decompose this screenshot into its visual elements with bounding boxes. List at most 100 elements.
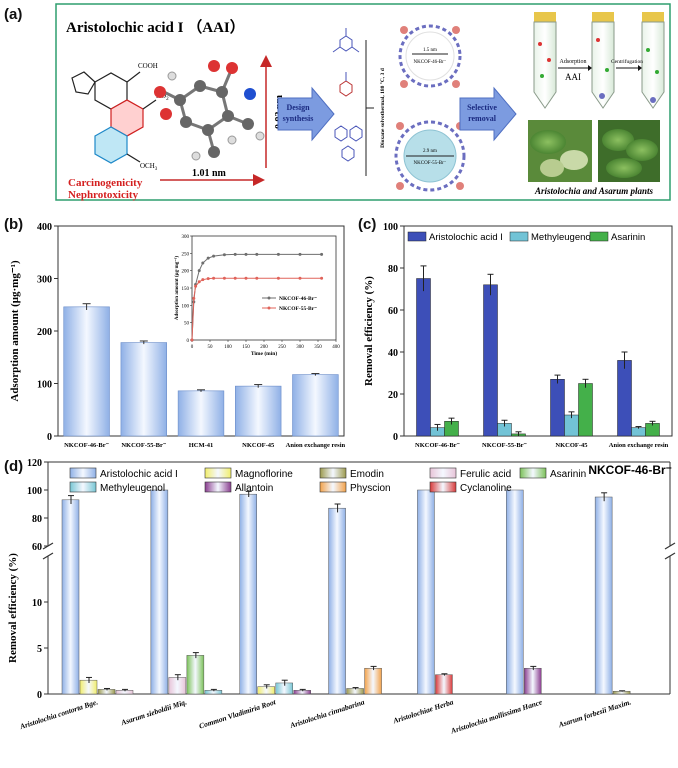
inset-point-nkcof-46-br [197, 269, 201, 273]
legend-label-d: Allantoin [235, 483, 273, 494]
axis-break-mark-d [42, 552, 54, 560]
legend-swatch-d [429, 481, 457, 493]
legend-label-c: Methyleugenol [531, 232, 593, 243]
bar-c-aristolochic-acid-i [617, 360, 632, 437]
selective-removal-arrow [459, 86, 517, 142]
x-tick-label-c: NKCOF-46-Br⁻ [415, 442, 461, 449]
bar-d-aristolochic-acid-i [239, 493, 257, 695]
bar-d-aristolochic-acid-i [328, 507, 346, 695]
y-axis-label-b: Adsorption amount (μg·mg⁻¹) [9, 260, 21, 402]
inset-point-nkcof-55-br [222, 276, 226, 280]
legend-label-d: Aristolochic acid I [100, 469, 178, 480]
dim-horizontal-label: 1.01 nm [192, 168, 227, 179]
panel-a-schematic: Aristolochic acid I （AAI） COOH NO2 OCH3 … [55, 3, 671, 201]
inset-point-nkcof-46-br [298, 252, 302, 256]
inset-frame [191, 235, 337, 341]
x-tick-label-b: Anion exchange resin [286, 442, 346, 449]
plants-caption: Aristolochia and Asarum plants [534, 186, 653, 196]
legend-label-d: Physcion [350, 483, 391, 494]
inset-x-tick-label: 400 [332, 345, 340, 350]
panel-label-a: (a) [4, 6, 23, 23]
bar-d-aristolochic-acid-i [417, 489, 435, 695]
inset-y-axis-label: Adsorption amount (μg·mg⁻¹) [174, 256, 180, 321]
y-tick-label-d: 80 [32, 514, 42, 525]
bar-b-hcm-41 [177, 390, 225, 437]
legend-swatch-d [69, 481, 97, 493]
tube-centrifugation-label: Centrifugation [611, 58, 643, 65]
design-synthesis-arrow [277, 86, 335, 142]
legend-label-d: Emodin [350, 469, 384, 480]
legend-swatch-d [204, 467, 232, 479]
x-tick-label-d: Aristolochia mollissima Hance [449, 697, 544, 736]
inset-x-tick-label: 200 [260, 345, 268, 350]
inset-y-tick-label: 100 [182, 304, 190, 309]
pore-large-label: 2.9 nm [423, 149, 437, 154]
x-tick-label-d: Aristolochiae Herba [391, 697, 455, 725]
legend-swatch-d [429, 467, 457, 479]
inset-x-axis-label: Time (min) [251, 350, 277, 357]
inset-point-nkcof-46-br [201, 261, 205, 265]
bar-d-asarinin [186, 655, 205, 695]
legend-label-d: Methyleugenol [100, 483, 165, 494]
selective-removal-label-1: Selective [467, 103, 497, 112]
aai-title: Aristolochic acid I （AAI） [66, 18, 245, 36]
legend-label-d: Asarinin [550, 469, 586, 480]
legend-swatch-d [69, 467, 97, 479]
inset-point-nkcof-55-br [233, 276, 237, 280]
legend-swatch-d [319, 481, 347, 493]
bar-c-methyleugenol [631, 427, 646, 437]
legend-label-d: Cyclanoline [460, 483, 512, 494]
inset-line-nkcof-46-br [191, 253, 322, 341]
inset-point-nkcof-55-br [255, 276, 259, 280]
tube-adsorption-label: Adsorption [560, 59, 587, 65]
x-tick-label-c: NKCOF-55-Br⁻ [482, 442, 528, 449]
pore-small-label: 1.5 nm [423, 48, 437, 53]
legend-swatch-d [319, 467, 347, 479]
inset-x-tick-label: 300 [296, 345, 304, 350]
plant-photo-aristolochia [528, 120, 592, 182]
design-synthesis-label-2: synthesis [283, 114, 314, 123]
y-tick-label-d: 100 [27, 486, 42, 497]
bar-d-physcion [364, 667, 382, 695]
panel-label-c: (c) [358, 216, 377, 233]
cof-network-large: 2.9 nm NKCOF-55-Br⁻ [394, 120, 466, 192]
y-tick-label-b: 0 [47, 432, 52, 443]
hazard-carcinogenicity: Carcinogenicity [68, 177, 143, 189]
bar-d-allantoin [524, 667, 542, 695]
inset-point-nkcof-46-br [244, 252, 248, 256]
inset-point-nkcof-46-br [206, 256, 210, 260]
inset-point-nkcof-55-br [201, 278, 205, 282]
inset-legend-label: NKCOF-55-Br⁻ [279, 306, 317, 312]
x-tick-label-d: Asarum forbesii Maxim. [557, 697, 633, 729]
bar-d-aristolochic-acid-i [61, 499, 80, 695]
bar-b-nkcof-45 [235, 385, 282, 437]
x-tick-label-d: Common Vladimiria Root [198, 697, 278, 731]
y-tick-label-c: 60 [388, 306, 398, 317]
y-tick-label-d: 0 [37, 690, 42, 701]
inset-legend-marker [267, 306, 271, 310]
y-tick-label-c: 80 [388, 264, 398, 275]
panel-label-b: (b) [4, 216, 24, 233]
bar-d-aristolochic-acid-i [594, 496, 613, 695]
legend-swatch-d [519, 467, 547, 479]
bar-c-asarinin [578, 383, 593, 437]
x-tick-label-b: HCM-41 [189, 442, 214, 449]
y-tick-label-c: 20 [388, 390, 398, 401]
inset-y-tick-label: 50 [184, 322, 190, 327]
design-synthesis-label-1: Design [286, 103, 310, 112]
bar-d-aristolochic-acid-i [150, 489, 169, 695]
cof-large-label: NKCOF-55-Br⁻ [414, 161, 447, 166]
aai-ball-stick-model [154, 60, 265, 161]
cof-network-small: 1.5 nm NKCOF-46-Br⁻ [398, 24, 462, 88]
y-tick-label-b: 400 [37, 222, 52, 233]
legend-label-c: Aristolochic acid I [429, 232, 503, 243]
inset-x-tick-label: 350 [314, 345, 322, 350]
y-axis-label-c: Removal efficiency (%) [363, 276, 375, 386]
legend-label-d: Ferulic acid [460, 469, 511, 480]
y-tick-label-c: 40 [388, 348, 398, 359]
inset-point-nkcof-55-br [190, 338, 194, 342]
bar-b-anion-exchange-resin [292, 374, 339, 437]
inset-x-tick-label: 0 [191, 345, 194, 350]
x-tick-label-d: Asarum sieboldii Miq. [119, 697, 188, 727]
